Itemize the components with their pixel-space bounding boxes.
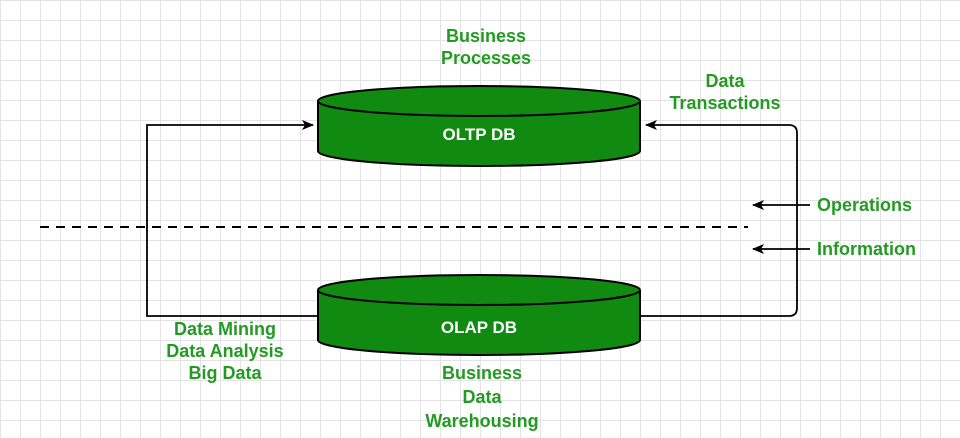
data-transactions-line-2: Transactions [669,93,781,113]
warehousing-line-1: Business [441,363,523,383]
warehousing-line-2: Data [462,387,502,407]
oltp-db-cylinder [317,85,641,167]
oltp-db-top [317,85,641,117]
data-analysis-line: Data Analysis [166,341,284,361]
olap-db-cylinder [317,274,641,356]
warehousing-line-3: Warehousing [425,411,539,431]
data-transactions-label: Data Transactions [645,70,805,114]
oltp-db-body [317,101,641,167]
information-label: Information [817,239,916,259]
olap-db-top [317,274,641,306]
oltp-db-label: OLTP DB [442,125,516,144]
business-processes-line-2: Processes [440,48,532,68]
data-transactions-line-1: Data [705,71,745,91]
business-processes-label: Business Processes [406,25,566,69]
data-mining-analysis-label: Data Mining Data Analysis Big Data [140,318,310,384]
connector-right-loop [640,120,798,317]
operations-label: Operations [817,195,913,215]
big-data-line: Big Data [188,363,262,383]
data-mining-line: Data Mining [174,319,276,339]
olap-db-label: OLAP DB [440,318,518,337]
business-processes-line-1: Business [445,26,527,46]
connector-olap-to-oltp [146,120,318,317]
business-data-warehousing-label: Business Data Warehousing [392,361,572,433]
olap-db-body [317,290,641,356]
